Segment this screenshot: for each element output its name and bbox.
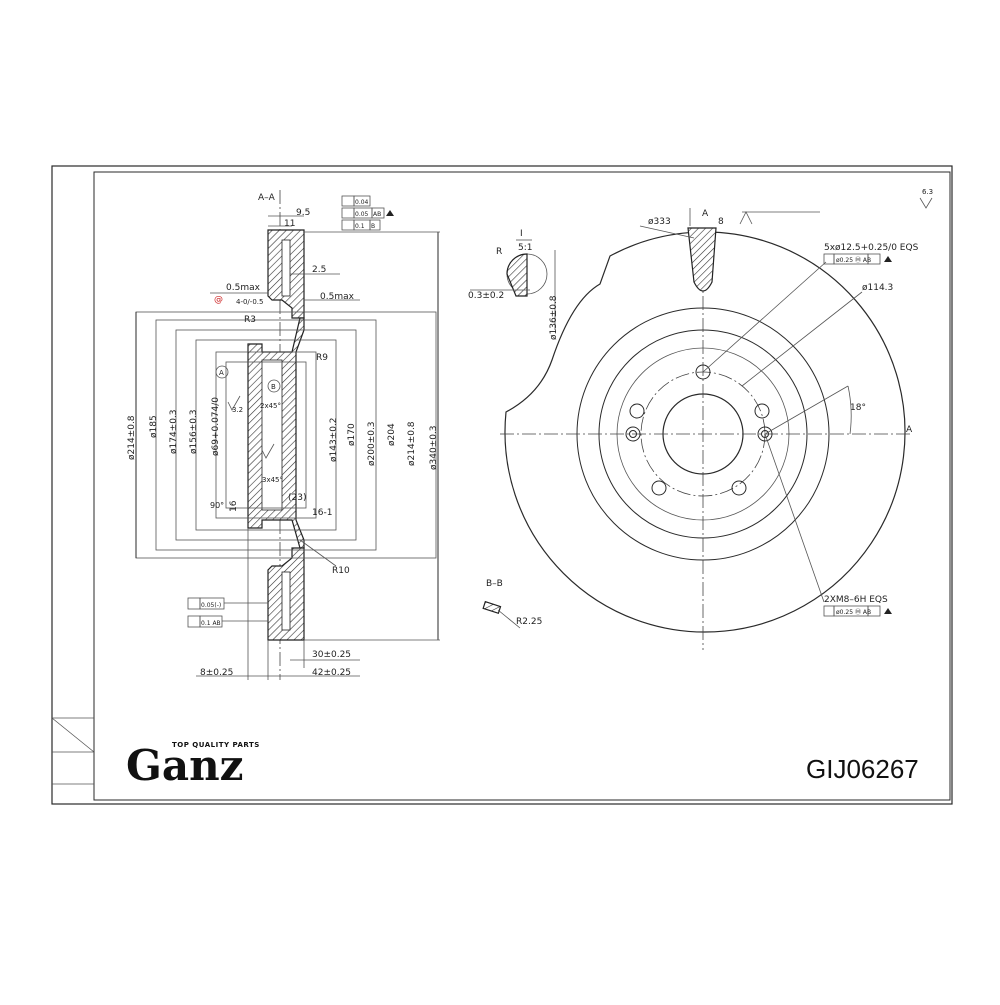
chamfer-bottom: 3x45° (262, 476, 283, 484)
dim-11: 11 (284, 219, 295, 229)
roughness-1: 3.2 (232, 406, 243, 414)
vent-channel-bottom (281, 571, 291, 631)
dim-42: 42±0.25 (312, 668, 351, 678)
dia-214-right: ø214±0.8 (407, 421, 417, 466)
tolerance-frames-top: 0.04 0.05 0.1 AB B (341, 195, 394, 231)
disc-outline (504, 231, 906, 633)
dia-156: ø156±0.3 (189, 409, 199, 454)
dia-340: ø340±0.3 (429, 425, 439, 470)
dia-185: ø185 (149, 415, 159, 438)
bb-radius: R2.25 (516, 617, 542, 627)
dim-8: 8±0.25 (200, 668, 233, 678)
svg-text:0.05: 0.05 (355, 211, 369, 218)
dia-214-left: ø214±0.8 (127, 415, 137, 460)
thread-holes (625, 426, 773, 442)
detail-diameter: ø136±0.8 (549, 295, 559, 340)
outer-diameter: ø333 (648, 217, 671, 227)
dia-170: ø170 (347, 423, 357, 446)
section-view-aa: A–A 9.5 11 2.5 (127, 190, 440, 680)
dim-9-5: 9.5 (296, 208, 310, 218)
brand-logo: TOP QUALITY PARTS Ganz (126, 741, 260, 790)
chamfer-top: 2x45° (260, 402, 281, 410)
sheet-frame (51, 165, 953, 805)
bolt-holes (629, 364, 770, 496)
dia-69: ø69+0.074/0 (211, 397, 221, 456)
angle-90: 90° (210, 501, 224, 510)
bore-16: 16 (229, 500, 239, 512)
thread-label: 2XM8–6H EQS (824, 595, 888, 605)
depth-23: (23) (288, 493, 306, 503)
svg-text:0.1 AB: 0.1 AB (201, 620, 221, 627)
pcd-label: ø114.3 (862, 283, 893, 293)
corner-roughness: 6.3 (922, 188, 933, 196)
bolt-tolerance: ø0.25 Ⓜ AB (836, 256, 871, 264)
radius-r3: R3 (244, 315, 256, 325)
depth-16: 16-1 (312, 508, 332, 518)
detail-view-i: I 5:1 R 0.3±0.2 ø136±0.8 (468, 229, 559, 340)
angle-18: 18° (850, 403, 866, 413)
svg-text:B: B (371, 223, 375, 230)
datum-b-circle (267, 379, 281, 393)
section-mark-a-top: A (702, 209, 709, 219)
svg-text:0.04: 0.04 (355, 199, 369, 206)
detail-offset: 0.3±0.2 (468, 291, 504, 301)
dim-30: 30±0.25 (312, 650, 351, 660)
detail-label: I (520, 229, 523, 239)
section-view-bb: B–B R2.25 (482, 579, 542, 629)
max-note-left: 0.5max (226, 283, 261, 293)
section-bb-title: B–B (486, 579, 503, 589)
svg-text:AB: AB (373, 211, 381, 218)
dia-200: ø200±0.3 (367, 421, 377, 466)
dia-143: ø143±0.2 (329, 417, 339, 462)
top-slot-hatch (687, 227, 717, 292)
tolerance-frames-bottom: 0.05(-) 0.1 AB (187, 597, 268, 628)
brand-name: Ganz (126, 741, 243, 790)
offset-dim: 4-0/-0.5 (236, 298, 263, 306)
svg-text:B: B (271, 383, 276, 391)
radius-r10: R10 (332, 566, 350, 576)
detail-radius: R (496, 247, 502, 257)
dia-174: ø174±0.3 (169, 409, 179, 454)
bolt-holes-label: 5xø12.5+0.25/0 EQS (824, 243, 919, 253)
weld-symbol: @ (214, 295, 223, 305)
slot-width: 8 (718, 217, 724, 227)
section-aa-title: A–A (258, 193, 276, 203)
svg-text:0.05(-): 0.05(-) (201, 602, 221, 609)
dia-204: ø204 (387, 423, 397, 446)
max-note-right: 0.5max (320, 292, 355, 302)
front-view: ø333 A A 8 5xø12.5+0.25/0 EQS ø0.25 Ⓜ AB… (500, 188, 933, 650)
section-mark-a-right: A (906, 425, 913, 435)
brand-tagline: TOP QUALITY PARTS (172, 741, 260, 749)
thread-tolerance: ø0.25 Ⓜ AB (836, 608, 871, 616)
svg-text:0.1: 0.1 (355, 223, 365, 230)
part-number: GIJ06267 (806, 754, 919, 784)
footer-band (96, 712, 948, 798)
detail-scale: 5:1 (518, 243, 532, 253)
radius-r9: R9 (316, 353, 328, 363)
hub-bore (261, 359, 283, 511)
vent-channel-top (281, 239, 291, 297)
dim-2-5: 2.5 (312, 265, 326, 275)
svg-text:A: A (219, 369, 224, 377)
datum-a-circle (215, 365, 229, 379)
